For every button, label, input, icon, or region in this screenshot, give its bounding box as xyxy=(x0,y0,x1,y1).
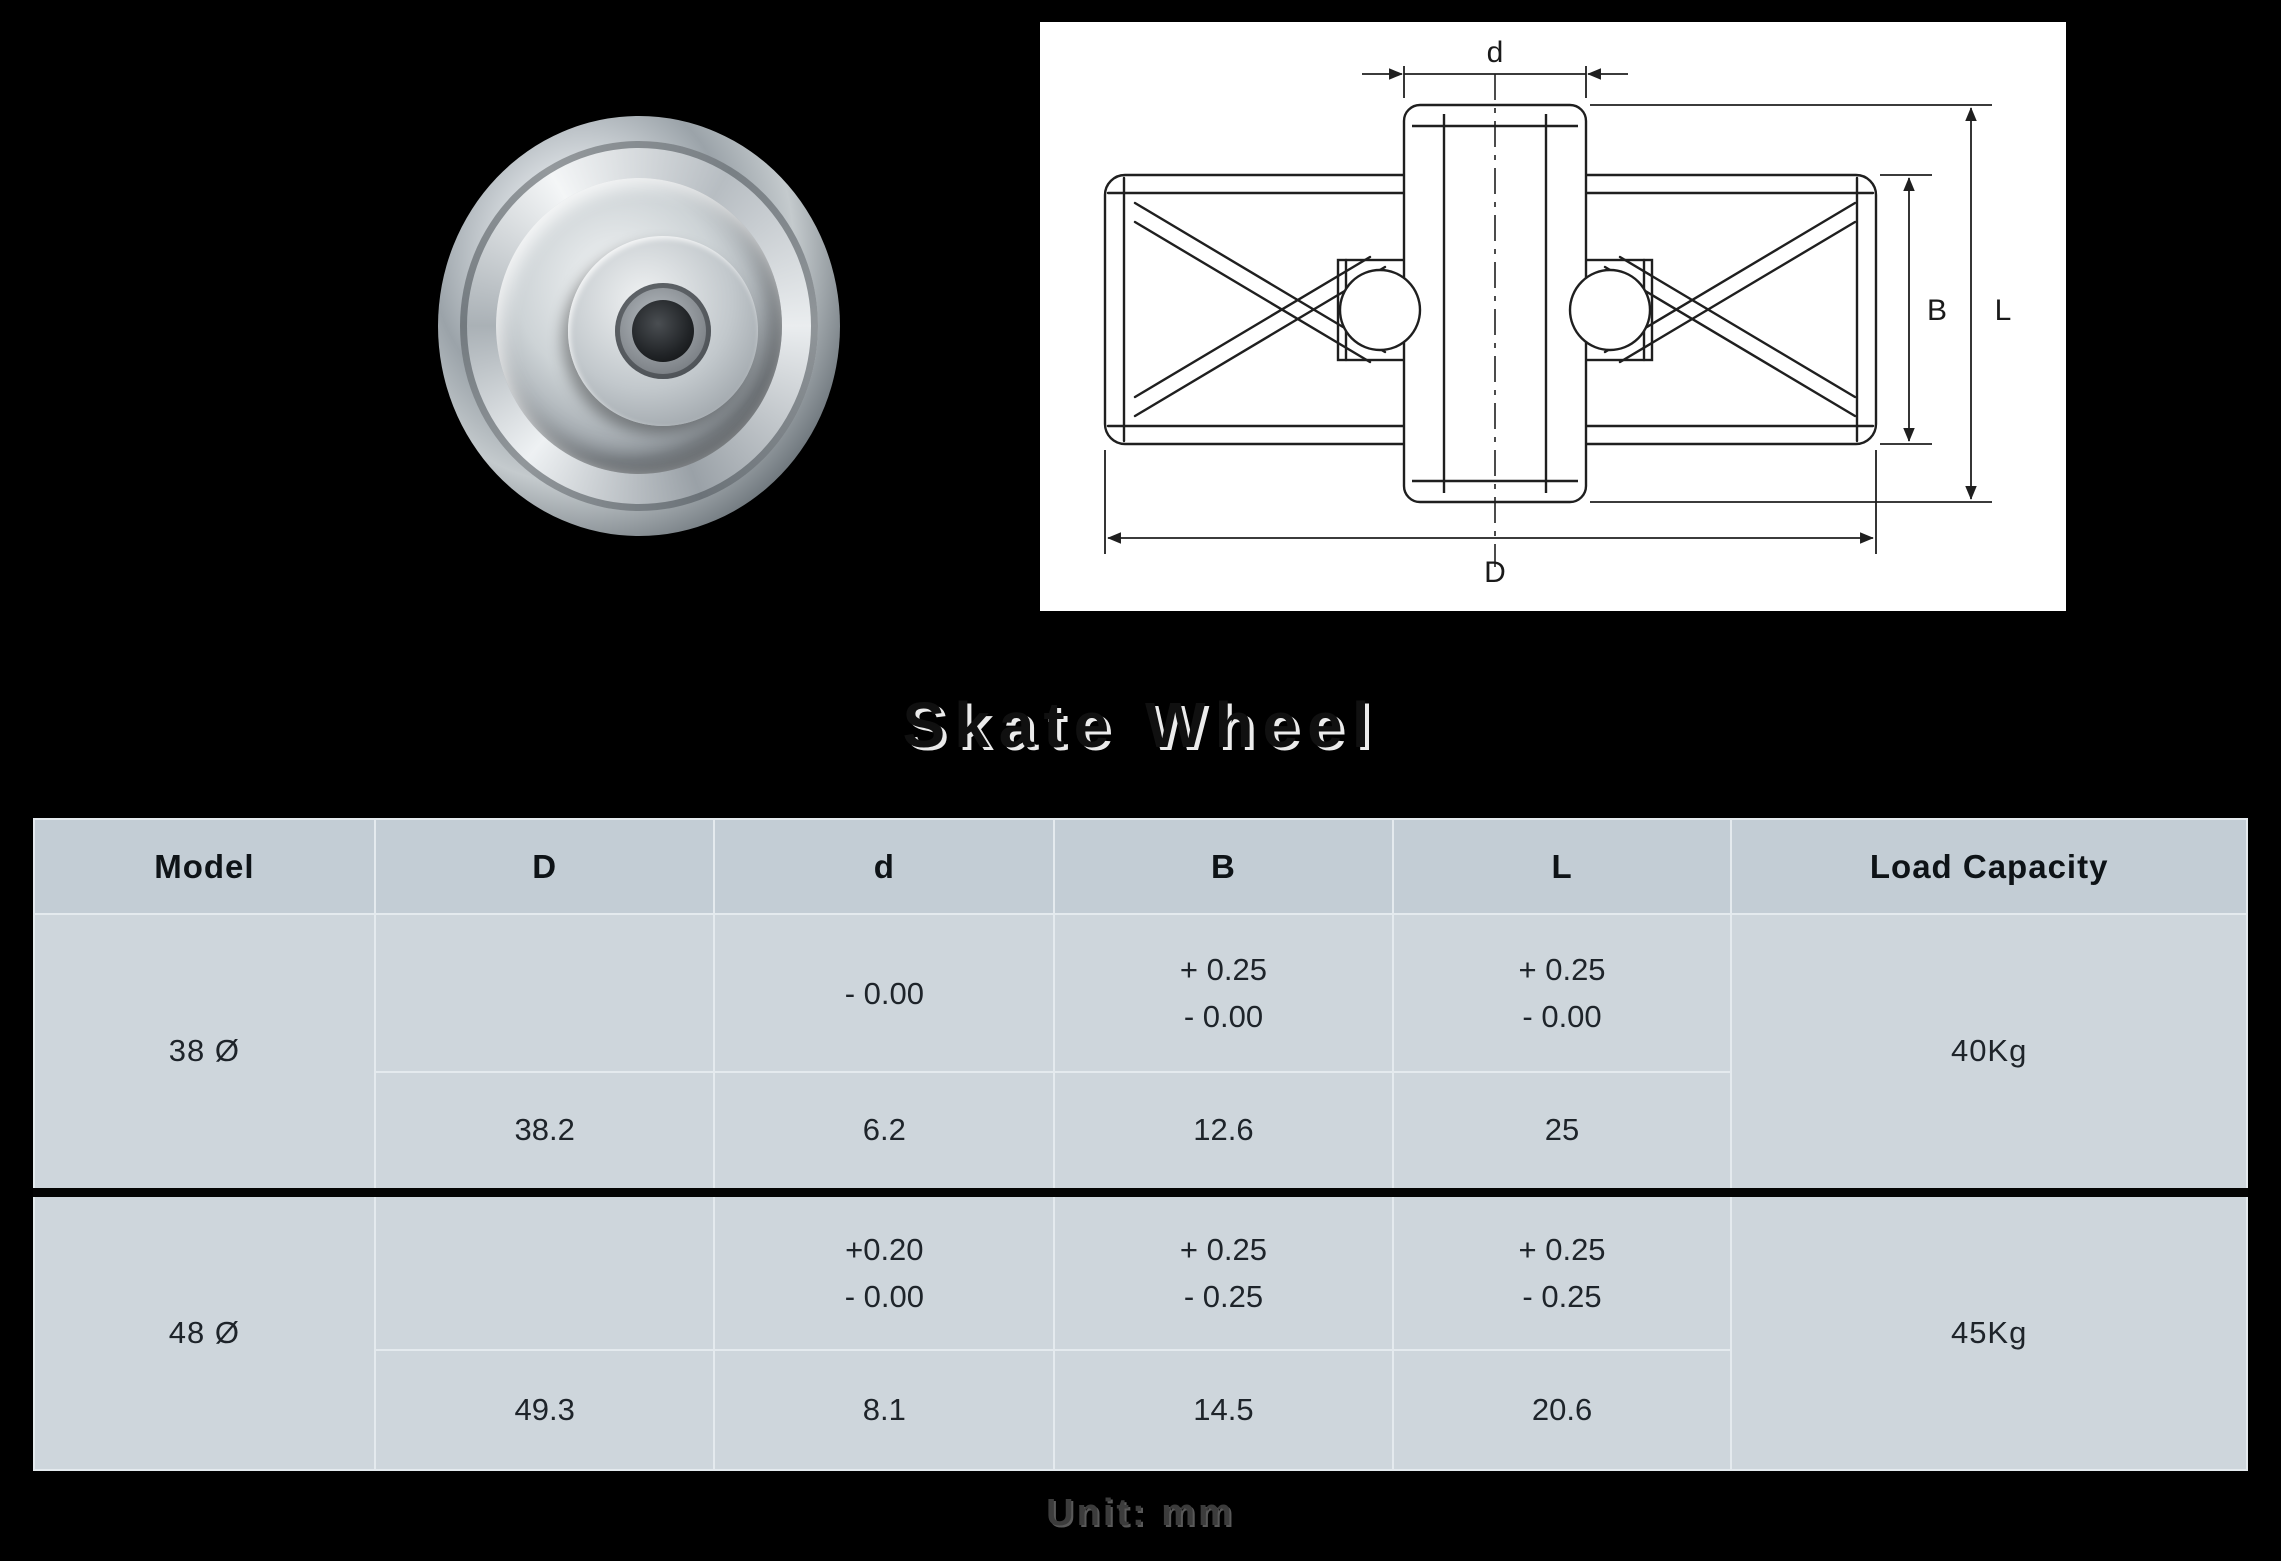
table-header-row: Model D d B L Load Capacity xyxy=(33,818,2248,915)
dim-label-B: B xyxy=(1927,294,1947,327)
bearing-ball-left xyxy=(1338,268,1422,352)
header-d: d xyxy=(713,818,1056,915)
bearing-ball-right xyxy=(1568,268,1652,352)
value-48-L: 20.6 xyxy=(1391,1349,1733,1471)
tolerance-38-L: + 0.25 - 0.00 xyxy=(1391,913,1733,1073)
tolerance-38-D xyxy=(373,913,716,1073)
dim-label-d: d xyxy=(1487,36,1504,69)
hub xyxy=(1338,103,1652,504)
value-38-D: 38.2 xyxy=(373,1071,716,1193)
tolerance-48-L: + 0.25 - 0.25 xyxy=(1391,1187,1733,1351)
wheel-cross-section-diagram: d B L D xyxy=(1103,36,2012,589)
value-48-D: 49.3 xyxy=(373,1349,716,1471)
dimension-L xyxy=(1590,104,1992,503)
header-L: L xyxy=(1391,818,1733,915)
model-cell-38: 38 Ø xyxy=(33,913,376,1193)
tolerance-48-D xyxy=(373,1187,716,1351)
value-48-d: 8.1 xyxy=(713,1349,1056,1471)
tolerance-48-d: +0.20 - 0.00 xyxy=(713,1187,1056,1351)
tolerance-48-B: + 0.25 - 0.25 xyxy=(1053,1187,1394,1351)
load-cell-48: 45Kg xyxy=(1730,1187,2248,1471)
dim-label-D: D xyxy=(1484,556,1506,589)
model-cell-48: 48 Ø xyxy=(33,1187,376,1471)
load-cell-38: 40Kg xyxy=(1730,913,2248,1193)
row-48-tolerance: 48 Ø +0.20 - 0.00 + 0.25 - 0.25 + 0.25 -… xyxy=(33,1187,2248,1471)
dimension-D xyxy=(1104,450,1877,554)
dim-label-L: L xyxy=(1995,294,2012,327)
header-model: Model xyxy=(33,818,376,915)
tolerance-38-d: - 0.00 xyxy=(713,913,1056,1073)
row-48-values: 49.3 8.1 14.5 20.6 xyxy=(34,1349,2247,1471)
row-38-values: 38.2 6.2 12.6 25 xyxy=(34,1071,2247,1193)
value-38-d: 6.2 xyxy=(713,1071,1056,1193)
tolerance-38-B: + 0.25 - 0.00 xyxy=(1053,913,1394,1073)
unit-note: Unit: mm xyxy=(1046,1492,1235,1534)
wheel-photo xyxy=(438,116,848,546)
wheel-photo-bore-hole xyxy=(632,300,694,362)
row-38-tolerance: 38 Ø - 0.00 + 0.25 - 0.00 + 0.25 - 0.00 … xyxy=(33,913,2248,1193)
spec-table: Model D d B L Load Capacity 38 Ø - 0.00 … xyxy=(33,818,2248,1471)
dimension-d xyxy=(1362,66,1628,98)
header-load-capacity: Load Capacity xyxy=(1730,818,2248,915)
value-38-L: 25 xyxy=(1391,1071,1733,1193)
value-48-B: 14.5 xyxy=(1053,1349,1394,1471)
diagram-panel: d B L D xyxy=(1040,22,2066,611)
dimension-B xyxy=(1880,174,1932,445)
header-B: B xyxy=(1053,818,1394,915)
header-D: D xyxy=(373,818,716,915)
value-38-B: 12.6 xyxy=(1053,1071,1394,1193)
page-title: Skate Wheel xyxy=(902,689,1379,761)
